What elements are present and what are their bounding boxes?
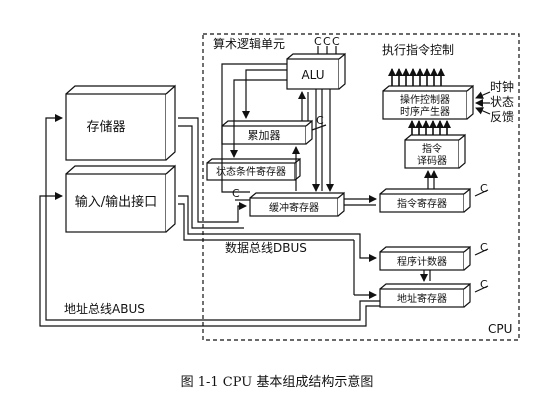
decoder-label-line2: 译码器 <box>417 155 447 167</box>
alu-group-label: 算术逻辑单元 <box>213 36 285 51</box>
program-counter-block <box>379 245 471 271</box>
address-bus-lines <box>39 114 380 327</box>
control-signal-ticks <box>235 46 489 293</box>
status-register-label: 状态条件寄存器 <box>216 165 286 178</box>
figure-caption: 图 1-1 CPU 基本组成结构示意图 <box>181 374 374 390</box>
controller-label-line2: 时序产生器 <box>400 105 450 118</box>
instruction-decoder-block <box>404 133 466 169</box>
accumulator-block <box>221 119 313 145</box>
data-bus-lines <box>178 117 431 299</box>
alu-label: ALU <box>301 68 324 82</box>
address-register-label: 地址寄存器 <box>397 292 447 305</box>
decoder-label-line1: 指令 <box>422 142 442 155</box>
io-interface-block <box>65 164 176 233</box>
controller-output-arrows <box>388 68 445 86</box>
memory-block <box>65 84 176 161</box>
control-signal-buffer: C <box>232 187 240 200</box>
clock-label: 时钟 <box>490 79 514 94</box>
control-signal-ir: C <box>480 182 488 195</box>
exec-group-label: 执行指令控制 <box>382 42 454 57</box>
io-interface-label: 输入/输出接口 <box>75 194 157 210</box>
ir-to-decoder-arrow <box>424 170 438 189</box>
cpu-boundary <box>202 33 520 341</box>
instruction-register-label: 指令寄存器 <box>397 197 447 210</box>
alu-data-paths <box>221 63 334 193</box>
decoder-to-controller-arrows <box>408 120 451 135</box>
controller-label-line1: 操作控制器 <box>400 93 450 106</box>
status-register-block <box>206 157 301 181</box>
instruction-register-block <box>379 187 471 213</box>
feedback-input-arrows <box>475 91 491 115</box>
program-counter-label: 程序计数器 <box>397 255 447 268</box>
data-bus-label: 数据总线DBUS <box>225 240 307 255</box>
address-bus-label: 地址总线ABUS <box>64 302 145 316</box>
cpu-region-label: CPU <box>488 322 512 336</box>
feedback-label: 反馈 <box>490 110 514 124</box>
controller-block <box>382 84 474 120</box>
status-label: 状态 <box>490 95 514 109</box>
memory-label: 存储器 <box>86 120 125 135</box>
buffer-register-block <box>249 191 345 217</box>
control-signal-pc: C <box>480 241 488 254</box>
buffer-register-label: 缓冲寄存器 <box>269 201 319 214</box>
control-signal-ar: C <box>480 278 488 291</box>
accumulator-label: 累加器 <box>248 129 281 142</box>
address-register-block <box>379 282 471 308</box>
control-signal-alu-3: C <box>332 35 340 48</box>
control-signal-alu-2: C <box>323 35 331 48</box>
control-signal-accumulator: C <box>316 114 324 127</box>
alu-block <box>286 52 346 90</box>
control-signal-alu-1: C <box>314 35 322 48</box>
